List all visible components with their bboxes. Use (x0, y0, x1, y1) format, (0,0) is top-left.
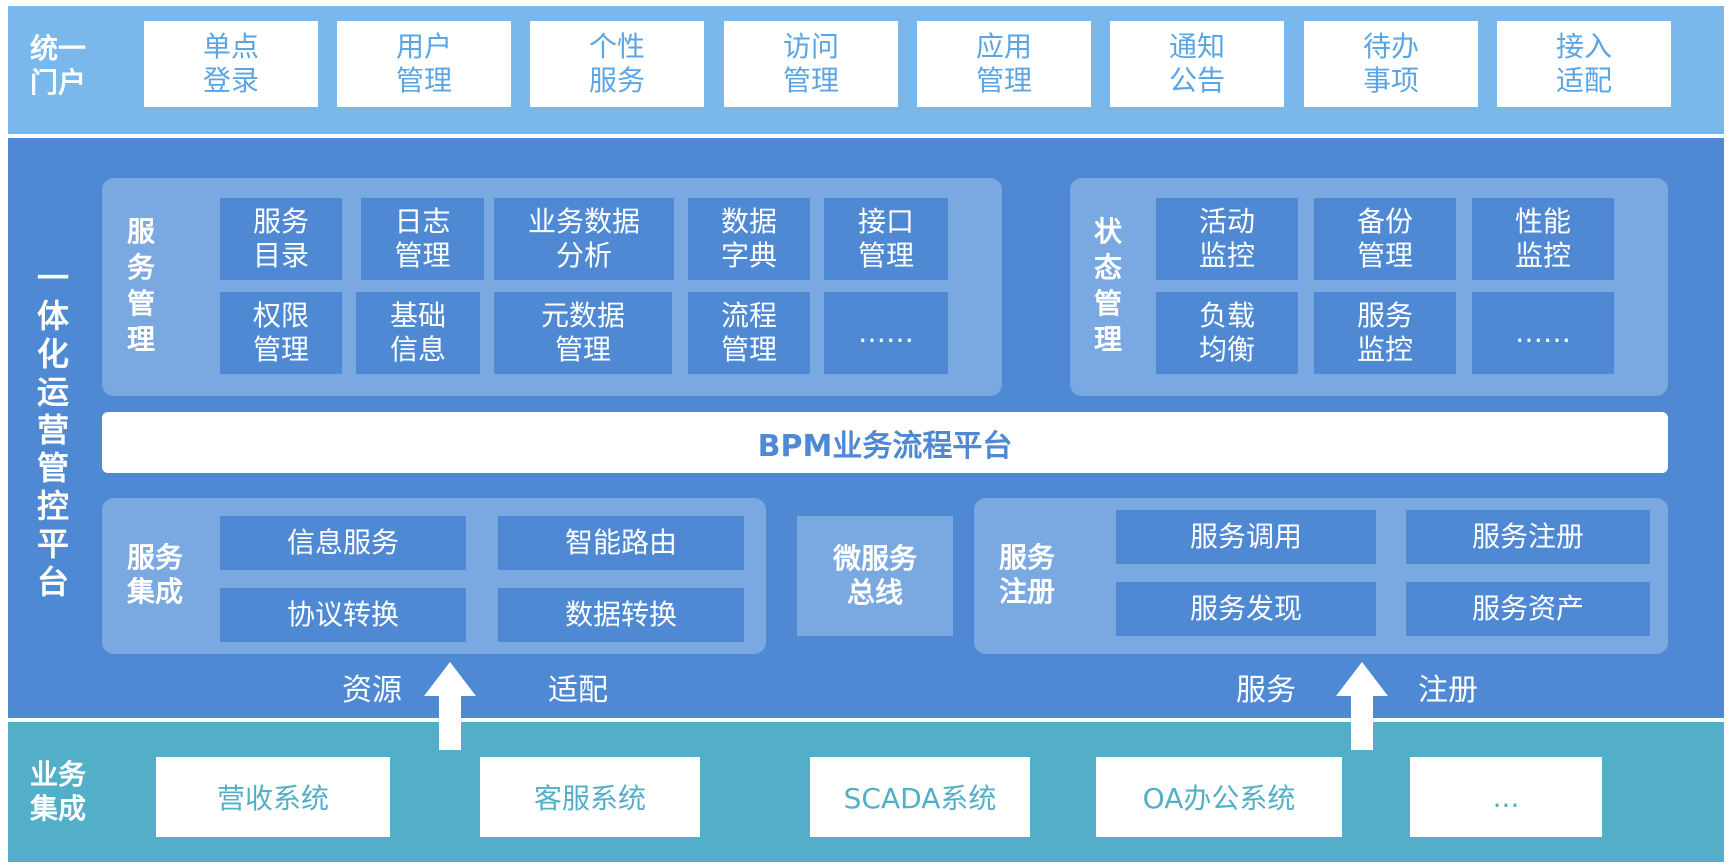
data-dictionary-box[interactable]: 数据 字典 (688, 198, 810, 280)
performance-monitoring-box[interactable]: 性能 监控 (1472, 198, 1614, 280)
left-up-arrow-icon (424, 662, 476, 750)
business-integration-label: 业务 集成 (29, 758, 86, 825)
right-arrow-label-1: 服务 (1236, 673, 1296, 708)
portal-item-sso[interactable]: 单点 登录 (144, 21, 318, 107)
service-discovery-box[interactable]: 服务发现 (1116, 582, 1376, 636)
customer-service-system-box[interactable]: 客服系统 (480, 757, 700, 837)
left-arrow-label-1: 资源 (342, 673, 402, 708)
portal-item-access-adapter[interactable]: 接入 适配 (1497, 21, 1671, 107)
oa-system-box[interactable]: OA办公系统 (1096, 757, 1342, 837)
interface-management-box[interactable]: 接口 管理 (824, 198, 948, 280)
activity-monitoring-box[interactable]: 活动 监控 (1156, 198, 1298, 280)
service-catalog-box[interactable]: 服务 目录 (220, 198, 342, 280)
metadata-management-box[interactable]: 元数据 管理 (494, 292, 672, 374)
service-call-box[interactable]: 服务调用 (1116, 510, 1376, 564)
platform-label: 一体化运营管控平台 (36, 259, 69, 601)
portal-item-user-management[interactable]: 用户 管理 (337, 21, 511, 107)
service-management-title: 服务管理 (126, 215, 155, 356)
load-balancing-box[interactable]: 负载 均衡 (1156, 292, 1298, 374)
portal-item-todo[interactable]: 待办 事项 (1304, 21, 1478, 107)
portal-label: 统一 门户 (29, 32, 86, 99)
service-monitoring-box[interactable]: 服务 监控 (1314, 292, 1456, 374)
business-more-box[interactable]: ... (1410, 757, 1602, 837)
portal-item-notice[interactable]: 通知 公告 (1110, 21, 1284, 107)
business-data-analysis-box[interactable]: 业务数据 分析 (494, 198, 674, 280)
smart-routing-box[interactable]: 智能路由 (498, 516, 744, 570)
billing-system-box[interactable]: 营收系统 (156, 757, 390, 837)
permission-management-box[interactable]: 权限 管理 (220, 292, 342, 374)
protocol-conversion-box[interactable]: 协议转换 (220, 588, 466, 642)
status-management-title: 状态管理 (1093, 215, 1122, 356)
status-management-more-box[interactable]: …… (1472, 292, 1614, 374)
info-service-box[interactable]: 信息服务 (220, 516, 466, 570)
right-up-arrow-icon (1336, 662, 1388, 750)
service-integration-title: 服务 集成 (126, 541, 183, 608)
left-arrow-label-2: 适配 (548, 673, 608, 708)
basic-info-box[interactable]: 基础 信息 (356, 292, 480, 374)
service-asset-box[interactable]: 服务资产 (1406, 582, 1650, 636)
service-management-more-box[interactable]: …… (824, 292, 948, 374)
scada-system-box[interactable]: SCADA系统 (810, 757, 1030, 837)
data-conversion-box[interactable]: 数据转换 (498, 588, 744, 642)
right-arrow-label-2: 注册 (1418, 673, 1478, 708)
microservice-bus-box[interactable]: 微服务 总线 (797, 516, 953, 636)
service-registry-title: 服务 注册 (998, 541, 1055, 608)
log-management-box[interactable]: 日志 管理 (361, 198, 484, 280)
service-register-box[interactable]: 服务注册 (1406, 510, 1650, 564)
backup-management-box[interactable]: 备份 管理 (1314, 198, 1456, 280)
portal-item-access-management[interactable]: 访问 管理 (724, 21, 898, 107)
portal-item-app-management[interactable]: 应用 管理 (917, 21, 1091, 107)
bpm-platform-bar[interactable]: BPM业务流程平台 (102, 412, 1668, 473)
process-management-box[interactable]: 流程 管理 (688, 292, 810, 374)
portal-item-personal-service[interactable]: 个性 服务 (530, 21, 704, 107)
